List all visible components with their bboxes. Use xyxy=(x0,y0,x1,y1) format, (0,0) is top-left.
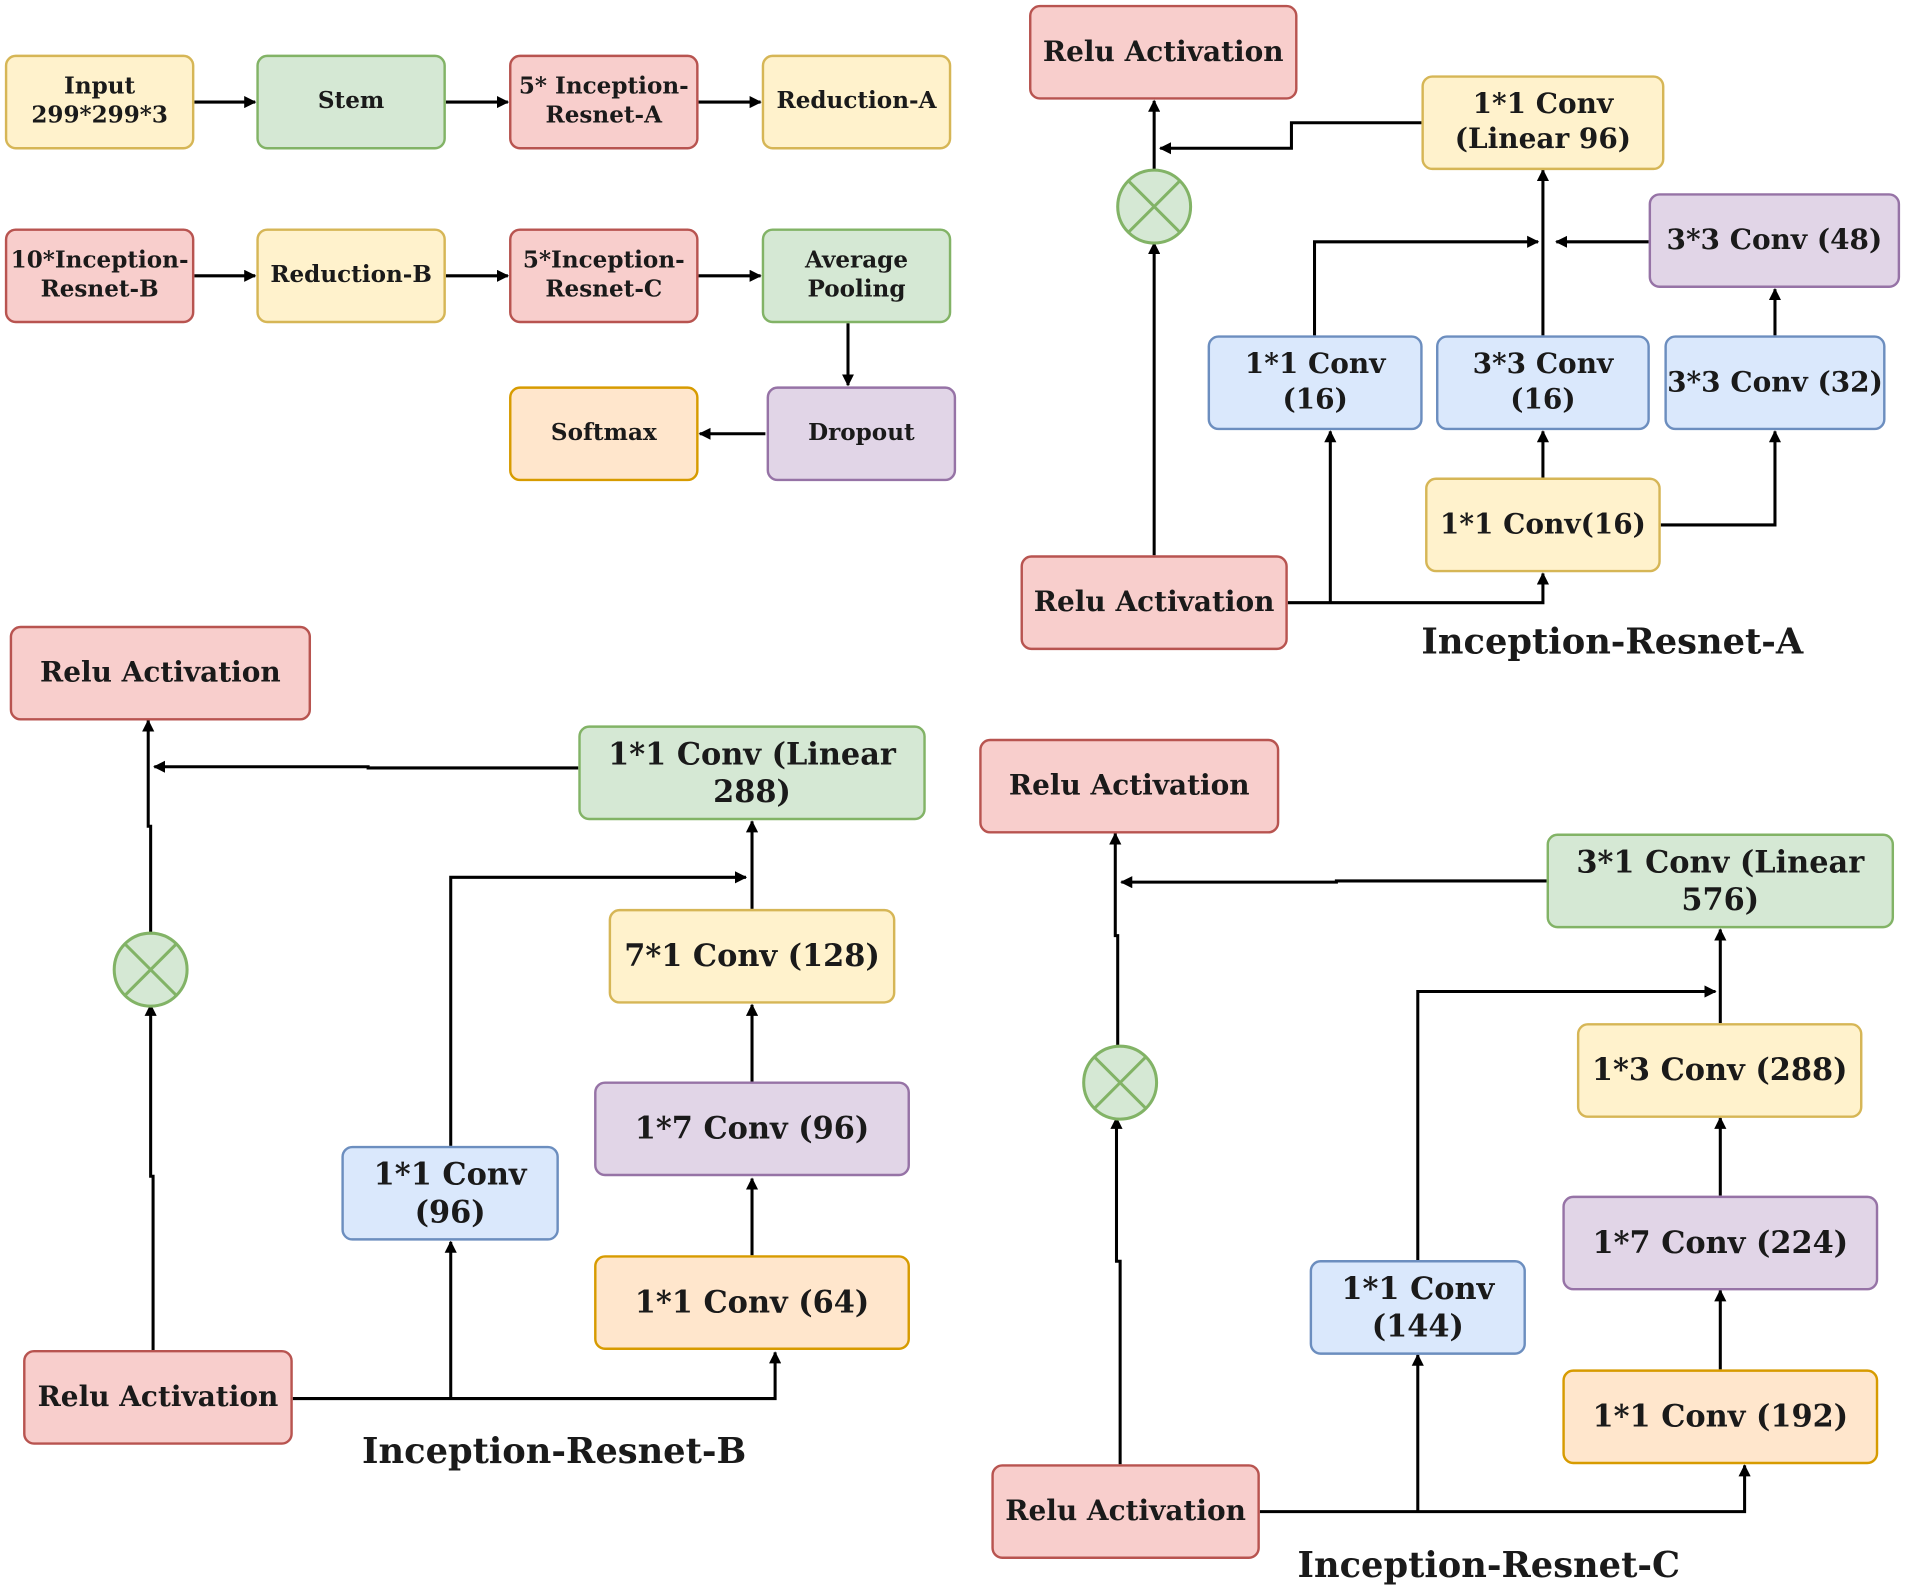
block-a-conv-3x3-48: 3*3 Conv (48) xyxy=(1648,193,1901,288)
block-b-conv-7x1-128: 7*1 Conv (128) xyxy=(608,908,896,1004)
block-c-caption: Inception-Resnet-C xyxy=(1297,1544,1681,1586)
block-a-conv-1x1-16-base: 1*1 Conv(16) xyxy=(1425,477,1661,573)
edge-b-sum-relu xyxy=(142,719,155,934)
softmax-node: Softmax xyxy=(509,386,699,482)
block-b-relu-input: Relu Activation xyxy=(23,1349,293,1445)
block-c-conv-1x1-192: 1*1 Conv (192) xyxy=(1562,1369,1879,1465)
block-a-relu-output: Relu Activation xyxy=(1029,4,1298,100)
reduction-b-node: Reduction-B xyxy=(256,228,446,324)
block-b-conv-1x1-64: 1*1 Conv (64) xyxy=(594,1255,910,1350)
edge-c-relu-split xyxy=(1259,1464,1751,1514)
edge-c-relu-sum xyxy=(1110,1116,1123,1465)
sum-node-b xyxy=(112,931,189,1008)
block-a-linear-conv: 1*1 Conv (Linear 96) xyxy=(1421,75,1665,171)
edge-b-linear-relu xyxy=(153,760,579,773)
edge-b-96-merge xyxy=(449,871,748,1146)
edge-c-sum-relu xyxy=(1109,832,1122,1047)
reduction-a-node: Reduction-A xyxy=(761,54,952,150)
edge-a-base-b3 xyxy=(1660,430,1782,527)
inception-resnet-a-node: 5* Inception- Resnet-A xyxy=(509,54,699,150)
block-a-branch-3x3-32: 3*3 Conv (32) xyxy=(1664,335,1886,431)
block-a-branch-3x3-16: 3*3 Conv (16) xyxy=(1436,335,1650,431)
block-c-linear-conv: 3*1 Conv (Linear 576) xyxy=(1546,833,1895,929)
average-pooling-node: Average Pooling xyxy=(761,228,952,324)
edge-a-relu-split xyxy=(1287,572,1549,605)
block-c-conv-1x7-224: 1*7 Conv (224) xyxy=(1562,1195,1879,1291)
edge-a-linear-sum xyxy=(1159,121,1422,155)
block-c-relu-output: Relu Activation xyxy=(979,738,1280,834)
inception-resnet-b-node: 10*Inception- Resnet-B xyxy=(4,228,195,324)
block-b-conv-1x7-96: 1*7 Conv (96) xyxy=(594,1081,910,1177)
block-c-conv-1x3-288: 1*3 Conv (288) xyxy=(1576,1023,1863,1118)
block-a-branch-1x1-16: 1*1 Conv (16) xyxy=(1207,335,1423,431)
block-c-conv-1x1-144: 1*1 Conv (144) xyxy=(1309,1260,1526,1355)
block-b-linear-conv: 1*1 Conv (Linear 288) xyxy=(578,725,926,821)
block-b-caption: Inception-Resnet-B xyxy=(362,1430,747,1472)
edge-c-linear-relu xyxy=(1120,876,1547,889)
edge-b-relu-split xyxy=(292,1351,782,1401)
inception-resnet-c-node: 5*Inception- Resnet-C xyxy=(509,228,699,324)
block-a-relu-input: Relu Activation xyxy=(1020,555,1288,651)
dropout-node: Dropout xyxy=(766,386,957,482)
block-b-conv-1x1-96: 1*1 Conv (96) xyxy=(341,1145,559,1241)
block-b-relu-output: Relu Activation xyxy=(9,625,312,721)
stem-node: Stem xyxy=(256,54,446,150)
edge-a-b1-merge xyxy=(1313,235,1540,336)
sum-node-c xyxy=(1082,1044,1159,1121)
edge-b-relu-sum xyxy=(144,1003,157,1350)
input-node: Input 299*299*3 xyxy=(4,54,195,150)
block-a-caption: Inception-Resnet-A xyxy=(1421,620,1804,663)
block-c-relu-input: Relu Activation xyxy=(991,1464,1260,1559)
edge-c-144-merge xyxy=(1416,985,1717,1261)
sum-node-a xyxy=(1116,168,1193,245)
